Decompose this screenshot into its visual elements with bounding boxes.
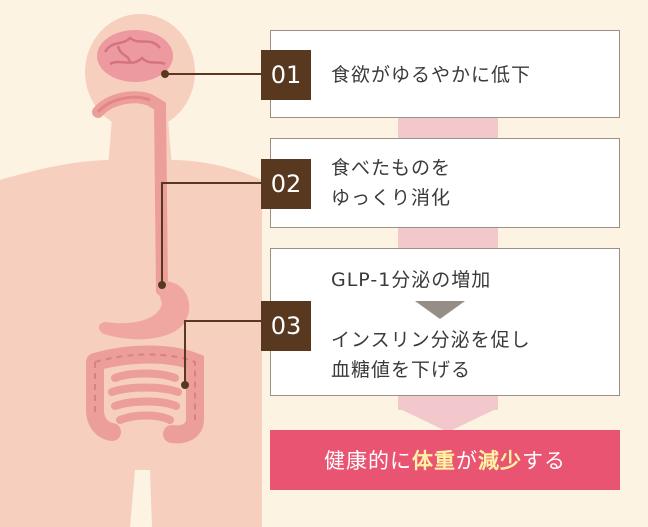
step-03-text: インスリン分泌を促し 血糖値を下げる — [331, 325, 611, 385]
step-02-number: 02 — [261, 159, 311, 209]
step-03-top-text: GLP-1分泌の増加 — [331, 265, 611, 295]
connector-intestine — [184, 320, 262, 385]
step-02-line-1: 食べたものを — [331, 157, 452, 179]
step-02-box: 02 食べたものを ゆっくり消化 — [261, 138, 620, 228]
step-01-line-1: 食欲がゆるやかに低下 — [331, 64, 532, 86]
connectors — [161, 73, 262, 385]
step-03-top-line: GLP-1分泌の増加 — [331, 269, 492, 291]
connector-dots — [158, 70, 189, 389]
result-highlight-decrease: 減少 — [478, 449, 522, 473]
result-text-2: が — [456, 449, 478, 473]
stomach — [98, 281, 190, 340]
down-triangle-icon — [415, 301, 465, 319]
step-03-number: 03 — [261, 301, 311, 351]
step-01-text: 食欲がゆるやかに低下 — [331, 60, 611, 90]
step-03-box: 03 GLP-1分泌の増加 インスリン分泌を促し 血糖値を下げる — [261, 248, 620, 396]
step-03-line-2: 血糖値を下げる — [331, 359, 472, 381]
result-text-1: 健康的に — [324, 449, 412, 473]
result-banner: 健康的に 体重 が 減少 する — [270, 430, 620, 490]
step-02-line-2: ゆっくり消化 — [331, 187, 452, 209]
leg-gap — [130, 470, 152, 527]
connector-esophagus — [161, 182, 262, 285]
brain — [97, 30, 173, 82]
result-text-3: する — [522, 449, 566, 473]
result-highlight-weight: 体重 — [412, 449, 456, 473]
step-01-number: 01 — [261, 50, 311, 100]
body-silhouette — [0, 14, 262, 527]
small-intestine — [108, 369, 182, 424]
step-03-line-1: インスリン分泌を促し — [331, 329, 531, 351]
step-02-text: 食べたものを ゆっくり消化 — [331, 153, 611, 213]
step-01-box: 01 食欲がゆるやかに低下 — [261, 30, 620, 118]
